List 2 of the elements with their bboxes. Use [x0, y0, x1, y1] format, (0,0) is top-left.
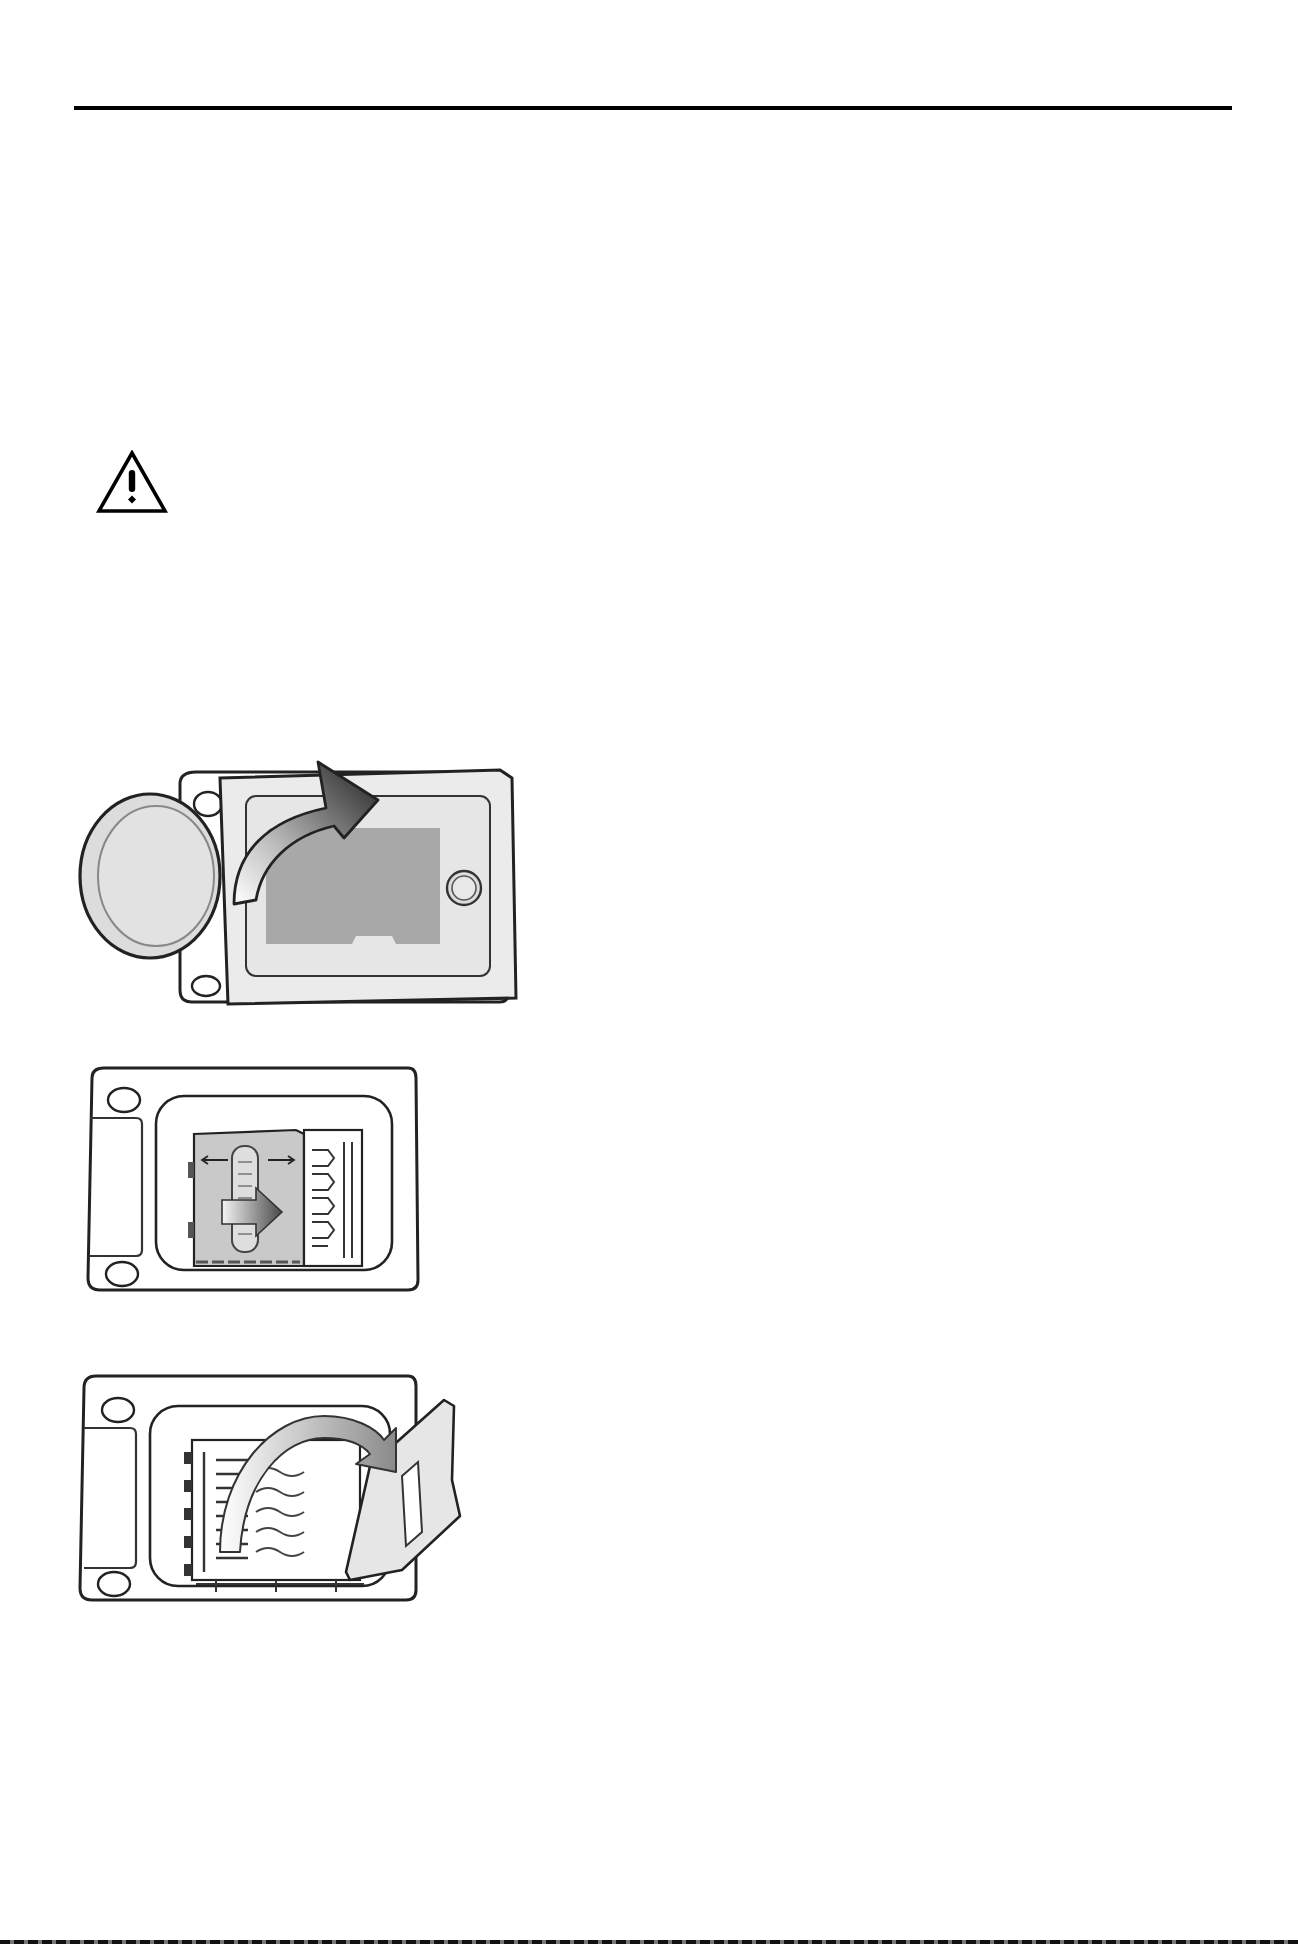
card-slot-cover-drawing	[76, 756, 520, 1008]
open-card-holder-drawing	[76, 1372, 464, 1604]
